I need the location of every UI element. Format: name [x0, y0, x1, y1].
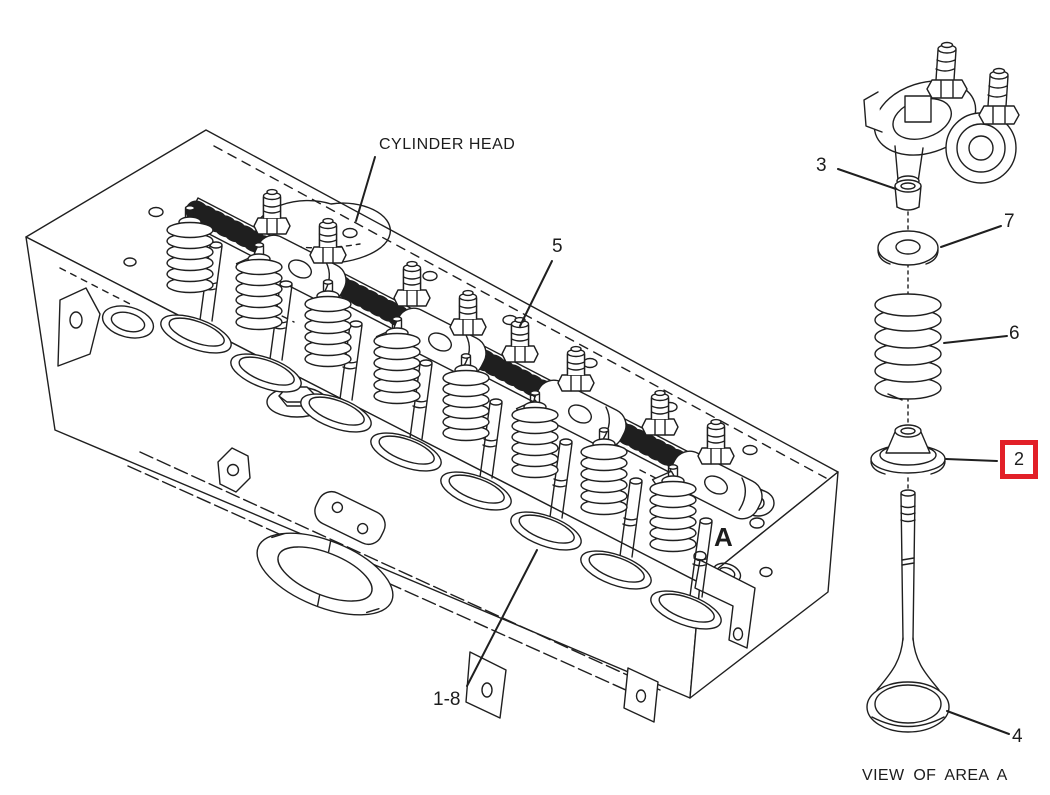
- leader-2: [945, 458, 998, 462]
- valve-detail: [866, 489, 950, 733]
- detail-view-caption: VIEW OF AREA A: [862, 767, 1008, 784]
- cylinder-head-label: CYLINDER HEAD: [379, 136, 516, 153]
- leader-1-8: [466, 549, 538, 687]
- highlighted-callout-box: 2: [1000, 440, 1038, 479]
- leader-cylinder-head: [355, 156, 376, 222]
- leader-3: [837, 168, 897, 190]
- leader-lines: [355, 156, 1010, 735]
- callout-6: 6: [1009, 323, 1020, 344]
- valve-rotator: [870, 424, 946, 475]
- adjuster-screw-left: [926, 41, 968, 99]
- area-marker-a: A: [714, 522, 733, 552]
- rocker-arm-assembly: [863, 41, 1020, 187]
- cylinder-head-illustration: [25, 129, 839, 723]
- valve-assembly-exploded-view: [863, 41, 1020, 733]
- washer: [877, 230, 939, 266]
- leader-5: [519, 260, 553, 327]
- bracket-plate: [314, 490, 386, 546]
- valve-spring-detail: [874, 293, 942, 401]
- leader-4: [946, 710, 1010, 735]
- round-port: [101, 305, 155, 339]
- callout-5: 5: [552, 236, 563, 257]
- callout-2: 2: [1013, 449, 1024, 469]
- leader-6: [943, 335, 1008, 344]
- callout-4: 4: [1012, 726, 1023, 747]
- callout-7: 7: [1004, 211, 1015, 232]
- callout-3: 3: [816, 155, 827, 176]
- callout-1-8: 1-8: [433, 689, 461, 710]
- leader-7: [940, 225, 1002, 248]
- valve-stem-cap: [894, 179, 922, 211]
- adjuster-screw-right: [978, 67, 1020, 125]
- seal-bore: [256, 532, 394, 616]
